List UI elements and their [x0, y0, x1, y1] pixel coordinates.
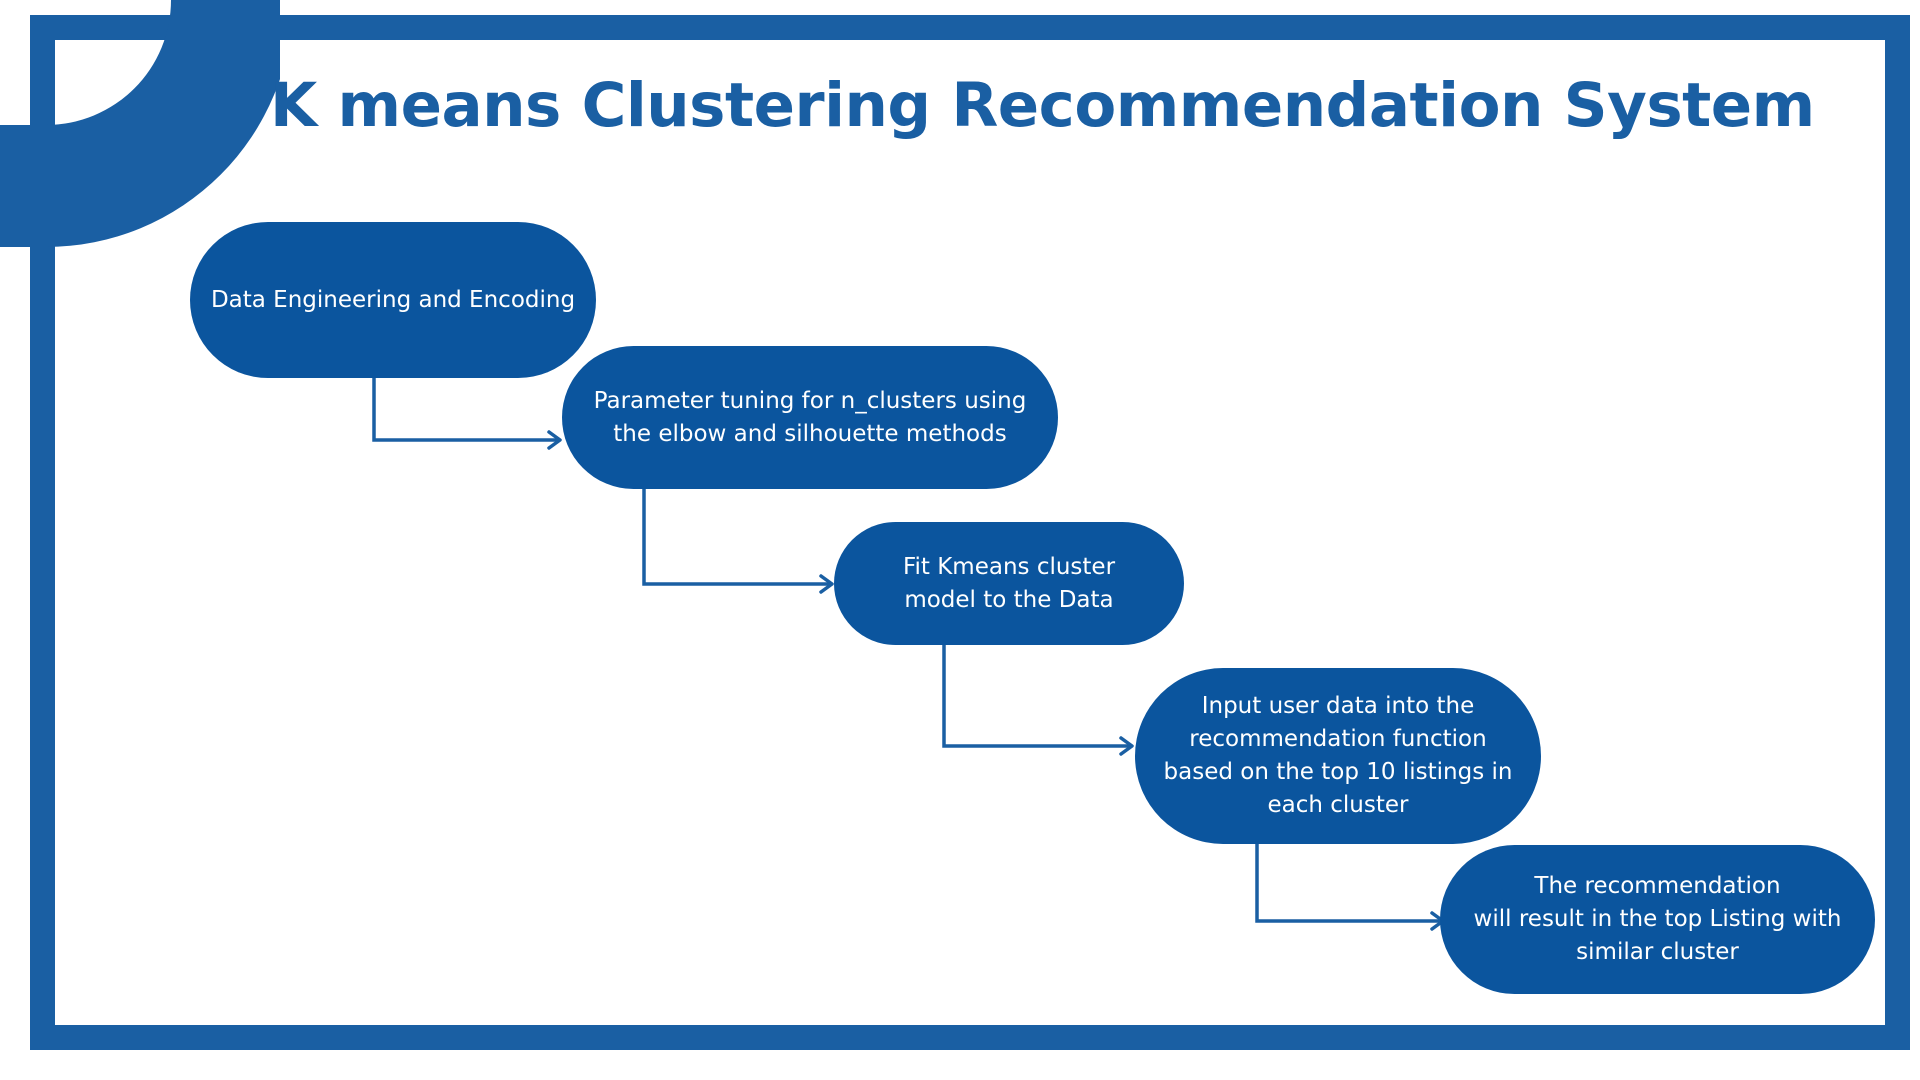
step-label: The recommendation will result in the to…	[1473, 873, 1842, 965]
step-parameter-tuning: Parameter tuning for n_clusters using th…	[562, 346, 1058, 489]
corner-arc-decoration	[0, 0, 280, 247]
page-title: K means Clustering Recommendation System	[270, 70, 1815, 141]
step-label: Data Engineering and Encoding	[210, 286, 576, 313]
step-input-user-data: Input user data into the recommendation …	[1135, 668, 1541, 844]
step-label: Input user data into the recommendation …	[1163, 693, 1513, 818]
step-label: Fit Kmeans cluster model to the Data	[902, 553, 1116, 613]
step-recommendation-result: The recommendation will result in the to…	[1440, 845, 1875, 994]
step-fit-kmeans: Fit Kmeans cluster model to the Data	[834, 522, 1184, 645]
slide-frame	[30, 15, 1910, 1050]
step-data-engineering: Data Engineering and Encoding	[190, 222, 596, 378]
step-label: Parameter tuning for n_clusters using th…	[593, 387, 1027, 447]
